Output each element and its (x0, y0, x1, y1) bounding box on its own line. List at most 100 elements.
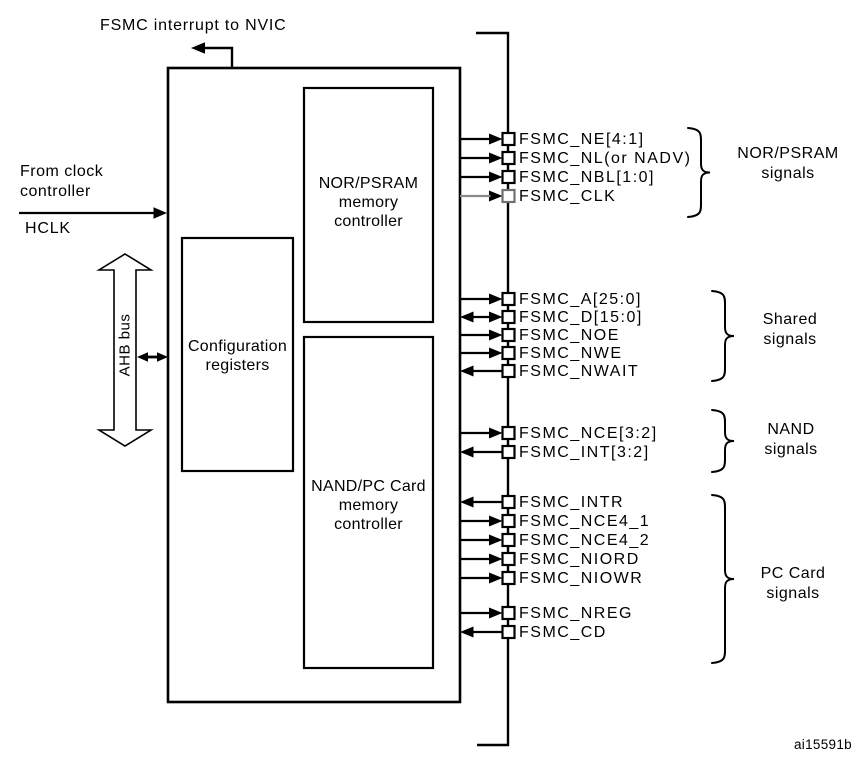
signal-label: FSMC_NCE4_1 (519, 512, 651, 530)
pin-square (501, 444, 516, 460)
signal-group-label: NAND signals (764, 420, 817, 460)
interrupt-arrowhead-icon (191, 42, 205, 54)
signal-arrowhead-out-icon (489, 427, 503, 439)
signal-arrowhead-out-icon (489, 133, 503, 145)
signal-arrowhead-out-icon (489, 329, 503, 341)
signal-arrowhead-out-icon (489, 311, 503, 323)
signal-group-label-line: PC Card (760, 565, 826, 582)
signal-group-label-line: NAND (767, 421, 815, 438)
config-label-line-1: Configuration (187, 338, 288, 355)
signal-arrowhead-out-icon (489, 515, 503, 527)
pin-square (501, 532, 516, 548)
signal-arrowhead-out-icon (489, 152, 503, 164)
from-clock-controller-label: From clock controller (20, 162, 103, 202)
nand-pccard-controller-box (302, 335, 435, 670)
signal-group-label: Shared signals (763, 310, 818, 350)
signal-group-label-line: Shared (762, 311, 818, 328)
nand-pccard-controller-label: NAND/PC Card memory controller (304, 477, 433, 534)
group-brace (711, 494, 735, 664)
pin-square (501, 131, 516, 147)
figure-id: ai15591b (794, 737, 852, 752)
ahb-connector-arrowhead-left-icon (137, 352, 148, 362)
pin-square (501, 309, 516, 325)
signal-arrowhead-out-icon (489, 190, 503, 202)
nand-label-line-1: NAND/PC Card (311, 478, 426, 495)
interrupt-to-nvic-label: FSMC interrupt to NVIC (100, 17, 287, 34)
from-clock-line-2: controller (20, 183, 91, 200)
signal-label: FSMC_INTR (519, 493, 625, 511)
signal-label: FSMC_A[25:0] (519, 290, 642, 308)
signal-group-label: NOR/PSRAM signals (737, 144, 838, 184)
signal-arrowhead-out-icon (489, 607, 503, 619)
pin-square (501, 327, 516, 343)
pin-square (501, 169, 516, 185)
group-brace (687, 127, 711, 218)
signal-arrowhead-in-icon (460, 311, 474, 323)
signal-group-label-line: signals (761, 165, 815, 182)
signal-group-label-line: NOR/PSRAM (737, 145, 839, 162)
signal-group-label-line: signals (766, 585, 820, 602)
signal-arrowhead-in-icon (460, 496, 474, 508)
pin-square (501, 363, 516, 379)
nor-label-line-3: controller (334, 213, 403, 230)
config-label-line-2: registers (205, 357, 270, 374)
nand-label-line-3: controller (334, 516, 403, 533)
signal-arrowhead-in-icon (460, 626, 474, 638)
from-clock-line-1: From clock (20, 163, 104, 180)
config-registers-box (180, 236, 295, 473)
signal-group-label-line: signals (764, 441, 818, 458)
signal-label: FSMC_D[15:0] (519, 308, 643, 326)
interrupt-line (203, 46, 234, 68)
signal-label: FSMC_NCE[3:2] (519, 424, 658, 442)
nor-psram-controller-label: NOR/PSRAM memory controller (304, 174, 433, 231)
ahb-connector-arrowhead-right-icon (157, 352, 168, 362)
group-brace (711, 409, 735, 473)
pin-square (501, 494, 516, 510)
pin-square (501, 551, 516, 567)
signal-label: FSMC_NIORD (519, 550, 640, 568)
signal-label: FSMC_NL(or NADV) (519, 149, 692, 167)
ahb-bus-label: AHB bus (116, 313, 134, 377)
pin-square (501, 188, 516, 204)
signal-arrowhead-out-icon (489, 171, 503, 183)
signal-label: FSMC_NIOWR (519, 569, 644, 587)
pin-square (501, 425, 516, 441)
signal-arrowhead-out-icon (489, 293, 503, 305)
signal-label: FSMC_NOE (519, 326, 620, 344)
signal-label: FSMC_CD (519, 623, 607, 641)
signal-arrowhead-in-icon (460, 446, 474, 458)
signal-label: FSMC_NCE4_2 (519, 531, 651, 549)
group-brace (711, 290, 735, 382)
signal-group-label-line: signals (763, 331, 817, 348)
signal-label: FSMC_NBL[1:0] (519, 168, 655, 186)
signal-label: FSMC_NWAIT (519, 362, 640, 380)
pin-square (501, 150, 516, 166)
pin-square (501, 513, 516, 529)
pin-square (501, 570, 516, 586)
pin-square (501, 345, 516, 361)
nor-label-line-2: memory (338, 194, 399, 211)
signal-arrowhead-out-icon (489, 534, 503, 546)
nor-psram-controller-box (302, 86, 435, 324)
signal-rows-layer (460, 131, 516, 640)
signal-arrowhead-in-icon (460, 365, 474, 377)
signal-label: FSMC_NE[4:1] (519, 130, 645, 148)
signal-label: FSMC_NREG (519, 604, 633, 622)
ahb-bus-arrow (96, 253, 154, 447)
pin-square (501, 624, 516, 640)
hclk-arrowhead-icon (153, 207, 167, 219)
signal-group-label: PC Card signals (761, 564, 826, 604)
nand-label-line-2: memory (338, 497, 399, 514)
braces-layer (687, 127, 735, 664)
signal-arrowhead-out-icon (489, 572, 503, 584)
signal-arrowhead-out-icon (489, 347, 503, 359)
nor-label-line-1: NOR/PSRAM (318, 175, 419, 192)
external-pins-bus-line (476, 31, 510, 747)
config-registers-label: Configuration registers (182, 337, 293, 375)
pin-square (501, 291, 516, 307)
signal-label: FSMC_NWE (519, 344, 623, 362)
signal-label: FSMC_CLK (519, 187, 617, 205)
signal-label: FSMC_INT[3:2] (519, 443, 650, 461)
